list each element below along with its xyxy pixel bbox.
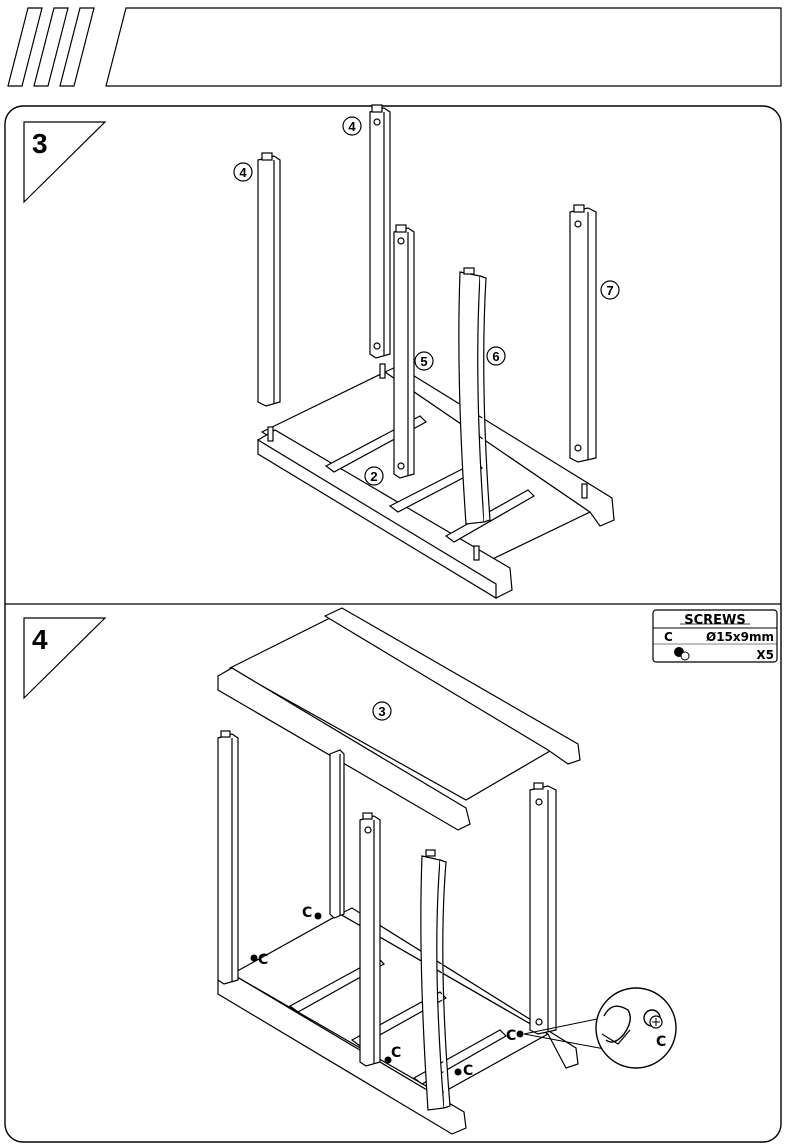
cam-screw	[454, 1068, 462, 1076]
header-stripe	[7, 7, 43, 87]
callout-3: 3	[378, 704, 385, 719]
step-3-badge: 3	[23, 121, 107, 204]
cam-screw	[314, 912, 322, 920]
step-3-posts	[257, 104, 597, 525]
callout-6: 6	[486, 346, 506, 366]
callout-4-center: 4	[342, 116, 362, 136]
cam-screw-icon	[674, 647, 690, 661]
screws-table-qty: X5	[756, 648, 774, 662]
callout-5: 5	[414, 351, 434, 371]
svg-text:6: 6	[492, 349, 499, 364]
step-4-frame	[217, 730, 579, 1135]
screw-label: C	[391, 1045, 401, 1061]
step-number: 3	[32, 128, 48, 159]
step-4-badge: 4	[23, 617, 107, 700]
callout-7: 7	[600, 280, 620, 300]
top-front-rail	[217, 667, 471, 831]
step-3-callouts: 4 4 5 6 7 2	[233, 116, 620, 486]
screw-label: C	[258, 952, 268, 968]
post-5	[393, 224, 415, 479]
leg-right	[529, 782, 557, 1035]
leg-front-left	[217, 730, 239, 985]
cross-slat	[388, 461, 484, 513]
step-3-base-frame	[256, 363, 615, 600]
leg-4-left	[257, 152, 281, 407]
screws-table-code: C	[664, 630, 673, 644]
back-rail	[338, 907, 579, 1069]
step-number: 4	[32, 624, 48, 655]
top-back-rail	[323, 607, 581, 765]
callout-4-left: 4	[233, 162, 253, 182]
header-stripe	[59, 7, 95, 87]
svg-text:4: 4	[239, 165, 247, 180]
leg-7	[569, 204, 597, 463]
instruction-panel	[4, 105, 782, 1143]
dowel	[267, 426, 274, 442]
svg-text:4: 4	[348, 119, 356, 134]
curved-post	[420, 849, 451, 1111]
cam-screw	[384, 1056, 392, 1064]
detail-magnifier: C	[523, 987, 677, 1069]
svg-text:5: 5	[420, 354, 427, 369]
screw-label: C	[506, 1028, 516, 1044]
dowel	[581, 483, 588, 499]
screws-table: SCREWS C Ø15x9mm X5	[652, 609, 778, 663]
dowel	[379, 363, 386, 379]
screw-label: C	[656, 1034, 666, 1050]
screws-table-title: SCREWS	[684, 613, 746, 628]
header-banner	[7, 7, 782, 87]
screw-label: C	[463, 1063, 473, 1079]
cam-screw	[516, 1030, 524, 1038]
cam-screws	[250, 912, 524, 1076]
svg-text:7: 7	[606, 283, 613, 298]
screw-label: C	[302, 905, 312, 921]
post-center	[359, 812, 381, 1067]
curved-post-6	[458, 267, 491, 525]
screws-table-size: Ø15x9mm	[706, 630, 774, 644]
callout-2: 2	[364, 466, 384, 486]
header-stripe	[33, 7, 69, 87]
header-title-box	[105, 7, 782, 87]
top-panel-3: 3	[217, 607, 581, 831]
screw-labels: C C C C C	[258, 905, 516, 1079]
cam-screw	[250, 954, 258, 962]
svg-text:2: 2	[370, 469, 377, 484]
leg-back-left	[329, 749, 345, 919]
front-rail-side	[257, 438, 497, 600]
dowel	[473, 545, 480, 561]
leg-4-center	[369, 104, 391, 359]
